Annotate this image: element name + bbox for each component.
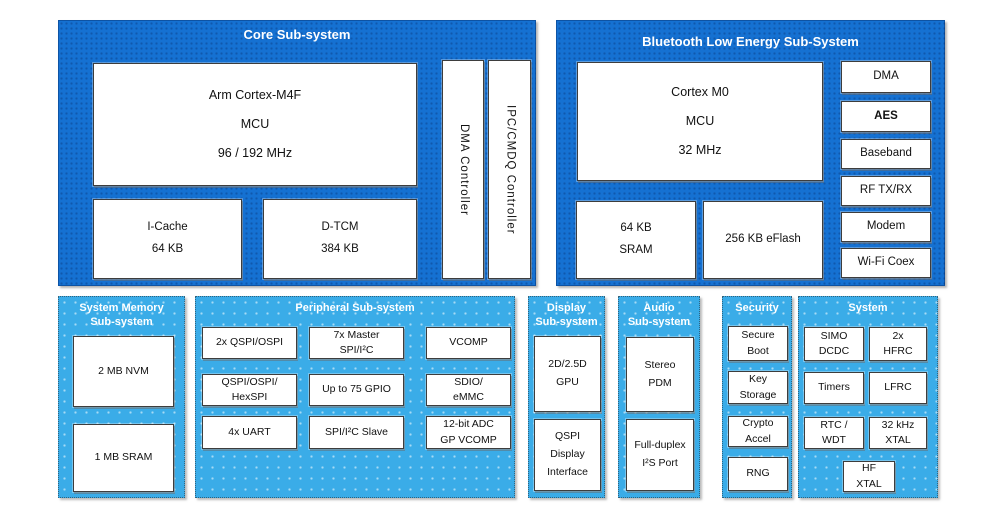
vcomp-block: VCOMP: [426, 327, 511, 359]
ble-eflash-block: 256 KB eFlash: [703, 201, 823, 279]
audio-subsystem-panel: Audio Sub-system Stereo PDM Full-duplex …: [618, 296, 700, 498]
master-spi-i2c-block: 7x Master SPI/I²C: [309, 327, 404, 359]
audio-subsystem-title: Audio Sub-system: [627, 302, 691, 329]
dtcm-block: D-TCM 384 KB: [263, 199, 417, 279]
rtc-wdt-block: RTC / WDT: [804, 417, 864, 449]
simo-dcdc-block: SIMO DCDC: [804, 327, 864, 361]
security-panel: Security Secure Boot Key Storage Crypto …: [722, 296, 792, 498]
secure-boot-block: Secure Boot: [728, 326, 788, 361]
rng-block: RNG: [728, 457, 788, 491]
sdio-emmc-block: SDIO/ eMMC: [426, 374, 511, 406]
ble-baseband-block: Baseband: [841, 139, 931, 169]
ble-subsystem-title: Bluetooth Low Energy Sub-System: [642, 34, 859, 49]
uart-block: 4x UART: [202, 416, 297, 449]
spi-i2c-slave-block: SPI/I²C Slave: [309, 416, 404, 449]
gpio-block: Up to 75 GPIO: [309, 374, 404, 406]
nvm-block: 2 MB NVM: [73, 336, 174, 407]
timers-block: Timers: [804, 372, 864, 404]
i2s-port-block: Full-duplex I²S Port: [626, 419, 694, 491]
core-subsystem-title: Core Sub-system: [243, 27, 351, 42]
lfrc-block: LFRC: [869, 372, 927, 404]
icache-block: I-Cache 64 KB: [93, 199, 242, 279]
display-subsystem-panel: Display Sub-system 2D/2.5D GPU QSPI Disp…: [528, 296, 605, 498]
qspi-display-interface-block: QSPI Display Interface: [534, 419, 601, 491]
sram-block: 1 MB SRAM: [73, 424, 174, 492]
hfrc-block: 2x HFRC: [869, 327, 927, 361]
system-title: System: [848, 302, 888, 314]
stereo-pdm-block: Stereo PDM: [626, 337, 694, 412]
adc-gp-vcomp-block: 12-bit ADC GP VCOMP: [426, 416, 511, 449]
ble-dma-block: DMA: [841, 61, 931, 93]
ble-modem-block: Modem: [841, 212, 931, 242]
hf-xtal-block: HF XTAL: [843, 461, 895, 492]
ble-wifi-coex-block: Wi-Fi Coex: [841, 248, 931, 278]
ble-rf-txrx-block: RF TX/RX: [841, 176, 931, 206]
ble-aes-block: AES: [841, 101, 931, 132]
key-storage-block: Key Storage: [728, 371, 788, 404]
ipc-cmdq-controller-bar: IPC/CMDQ Controller: [488, 60, 531, 279]
cortex-m0-block: Cortex M0 MCU 32 MHz: [577, 62, 823, 181]
core-subsystem-panel: Core Sub-system Arm Cortex-M4F MCU 96 / …: [58, 20, 536, 286]
dma-controller-bar: DMA Controller: [442, 60, 484, 279]
gpu-block: 2D/2.5D GPU: [534, 336, 601, 412]
system-memory-title: System Memory Sub-system: [79, 302, 164, 329]
peripheral-subsystem-title: Peripheral Sub-system: [295, 302, 415, 314]
hexspi-block: QSPI/OSPI/ HexSPI: [202, 374, 297, 406]
peripheral-subsystem-panel: Peripheral Sub-system 2x QSPI/OSPI 7x Ma…: [195, 296, 515, 498]
arm-cortex-m4f-block: Arm Cortex-M4F MCU 96 / 192 MHz: [93, 63, 417, 186]
system-panel: System SIMO DCDC 2x HFRC Timers LFRC RTC…: [798, 296, 938, 498]
qspi-ospi-block: 2x QSPI/OSPI: [202, 327, 297, 359]
display-subsystem-title: Display Sub-system: [535, 302, 598, 329]
crypto-accel-block: Crypto Accel: [728, 416, 788, 447]
ble-subsystem-panel: Bluetooth Low Energy Sub-System Cortex M…: [556, 20, 945, 286]
xtal-32khz-block: 32 kHz XTAL: [869, 417, 927, 449]
security-title: Security: [735, 302, 779, 314]
system-memory-panel: System Memory Sub-system 2 MB NVM 1 MB S…: [58, 296, 185, 498]
ble-sram-block: 64 KB SRAM: [576, 201, 696, 279]
